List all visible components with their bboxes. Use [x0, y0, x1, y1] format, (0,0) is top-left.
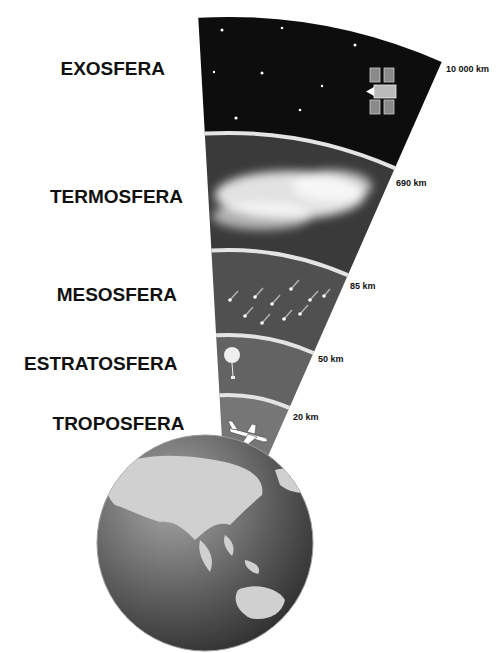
- solar-panel: [384, 100, 394, 114]
- layer-name-box: MESOSFERA: [56, 284, 178, 306]
- layer-name: TERMOSFERA: [50, 186, 183, 207]
- layer-name-box: TROPOSFERA: [52, 413, 185, 435]
- altitude-label-box: 50 km: [318, 354, 345, 365]
- star: [354, 44, 357, 47]
- altitude-label-box: 10 000 km: [446, 64, 491, 75]
- meteor-tail: [284, 310, 292, 319]
- balloon-envelope: [224, 347, 240, 363]
- meteor: [243, 314, 247, 318]
- layer-separator: [220, 395, 290, 408]
- altitude-label: 10 000 km: [446, 64, 489, 74]
- layer-name: EXOSFERA: [60, 58, 165, 79]
- layer-name: TROPOSFERA: [53, 413, 185, 434]
- star: [321, 85, 323, 87]
- aurora: [212, 170, 372, 230]
- airplane-wing: [247, 424, 256, 434]
- layer-name-box: EXOSFERA: [60, 58, 166, 80]
- layer-separator: [216, 335, 313, 353]
- meteor: [298, 312, 302, 316]
- satellite: [366, 68, 396, 114]
- meteor: [289, 287, 293, 291]
- altitude-label-box: 85 km: [350, 281, 377, 292]
- satellite-arrow: [366, 87, 374, 96]
- balloon: [224, 347, 240, 379]
- meteor: [322, 294, 326, 298]
- star: [281, 27, 284, 30]
- altitude-label-box: 690 km: [396, 178, 428, 189]
- meteor-tail: [230, 291, 238, 300]
- star: [234, 116, 237, 119]
- continent: [105, 456, 262, 540]
- continent: [236, 586, 285, 619]
- meteors: [228, 280, 330, 325]
- balloon-gondola: [231, 376, 235, 379]
- satellite-body: [374, 85, 396, 98]
- earth: [97, 435, 313, 651]
- continent: [199, 540, 212, 572]
- layer-name-box: ESTRATOSFERA: [23, 353, 178, 375]
- altitude-label: 85 km: [350, 281, 376, 291]
- solar-panel: [384, 68, 394, 82]
- star: [299, 109, 302, 112]
- star: [221, 29, 224, 32]
- meteor: [270, 302, 274, 306]
- layer-name-box: TERMOSFERA: [50, 186, 184, 208]
- airplane-tail: [228, 421, 238, 430]
- meteor-tail: [300, 305, 308, 314]
- continent: [245, 560, 259, 574]
- solar-panel: [370, 100, 380, 114]
- layer-name: MESOSFERA: [57, 284, 177, 305]
- meteor-tail: [245, 307, 253, 316]
- meteor: [282, 317, 286, 321]
- meteor-tail: [262, 314, 270, 323]
- altitude-label: 20 km: [293, 412, 319, 422]
- meteor: [260, 321, 264, 325]
- meteor-tail: [272, 295, 280, 304]
- continent: [224, 535, 234, 556]
- meteor: [253, 295, 257, 299]
- layer-separator: [211, 250, 347, 275]
- meteor-tail: [310, 291, 318, 300]
- layer-separator: [205, 133, 395, 168]
- meteor-tail: [255, 288, 263, 297]
- aurora-glow: [212, 202, 312, 230]
- altitude-label: 690 km: [396, 178, 427, 188]
- balloon-line: [232, 363, 233, 376]
- stratosphere-band: [216, 335, 313, 408]
- layer-name: ESTRATOSFERA: [24, 353, 177, 374]
- continent: [275, 469, 312, 493]
- meteor: [228, 298, 232, 302]
- star: [213, 71, 215, 73]
- star: [261, 72, 264, 75]
- altitude-label-box: 20 km: [293, 412, 320, 423]
- meteor: [308, 298, 312, 302]
- altitude-label: 50 km: [318, 354, 344, 364]
- stars: [213, 27, 357, 120]
- meteor-tail: [291, 280, 299, 289]
- earth-globe: [97, 435, 313, 651]
- solar-panel: [370, 68, 380, 82]
- aurora-glow: [292, 170, 372, 202]
